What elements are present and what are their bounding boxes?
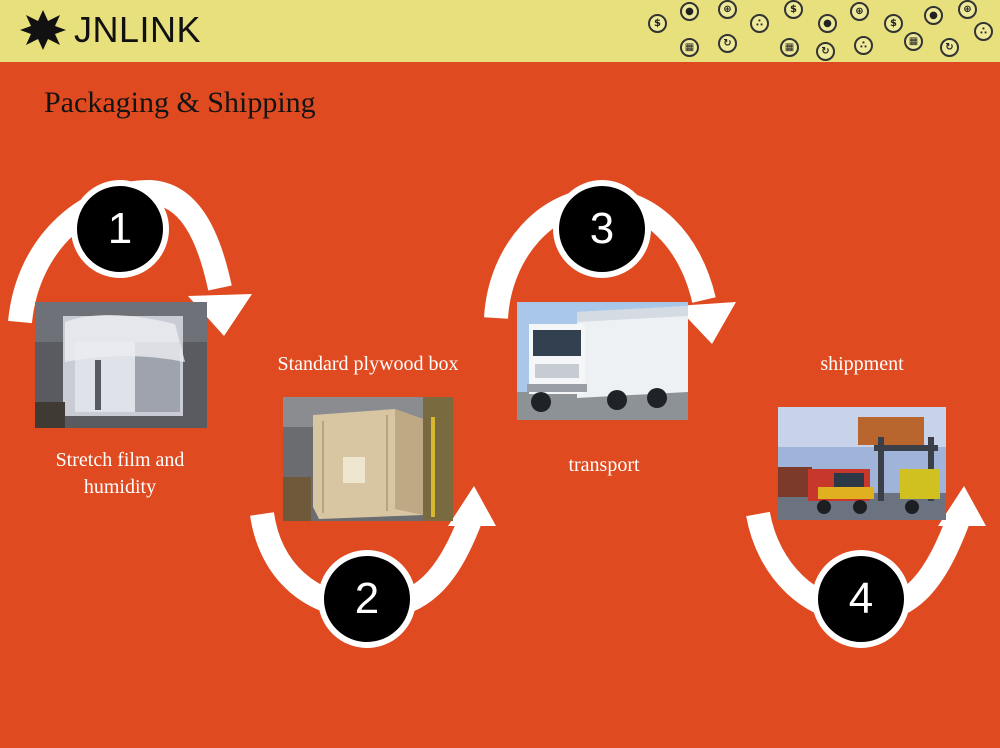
recycle-icon: ↻ bbox=[718, 34, 737, 53]
truck-photo bbox=[517, 302, 688, 420]
step-1-caption: Stretch film and humidity bbox=[55, 449, 185, 498]
person-icon: ● bbox=[818, 14, 837, 33]
step-2-badge: 2 bbox=[318, 550, 416, 648]
dollar-icon: $ bbox=[648, 14, 667, 33]
container-port-photo bbox=[778, 407, 946, 520]
arrowhead-3 bbox=[676, 302, 736, 344]
dollar-icon: $ bbox=[784, 0, 803, 19]
step-2-caption: Standard plywood box bbox=[277, 353, 459, 375]
arrowhead-2 bbox=[448, 486, 496, 526]
plywood-box-photo bbox=[283, 397, 453, 521]
stretch-film-photo bbox=[35, 302, 207, 428]
globe-icon: ⊕ bbox=[958, 0, 977, 19]
brand-name: JNLINK bbox=[74, 9, 202, 50]
network-icon: ∴ bbox=[854, 36, 873, 55]
slide-title: Packaging & Shipping bbox=[44, 86, 316, 119]
chart-icon: ▦ bbox=[904, 32, 923, 51]
recycle-icon: ↻ bbox=[940, 38, 959, 57]
star-burst-icon bbox=[20, 10, 66, 50]
chart-icon: ▦ bbox=[680, 38, 699, 57]
brand-logo: JNLINK bbox=[20, 8, 201, 52]
chart-icon: ▦ bbox=[780, 38, 799, 57]
header-wave-edge bbox=[0, 52, 1000, 62]
step-4-caption: shippment bbox=[820, 353, 904, 375]
recycle-icon: ↻ bbox=[816, 42, 835, 61]
dollar-icon: $ bbox=[884, 14, 903, 33]
person-icon: ● bbox=[680, 2, 699, 21]
network-icon: ∴ bbox=[974, 22, 993, 41]
step-3-badge: 3 bbox=[553, 180, 651, 278]
network-icon: ∴ bbox=[750, 14, 769, 33]
globe-icon: ⊕ bbox=[850, 2, 869, 21]
globe-icon: ⊕ bbox=[718, 0, 737, 19]
step-4-badge: 4 bbox=[812, 550, 910, 648]
step-1-badge: 1 bbox=[71, 180, 169, 278]
arrowhead-4 bbox=[938, 486, 986, 526]
step-3-caption: transport bbox=[568, 454, 640, 476]
person-icon: ● bbox=[924, 6, 943, 25]
